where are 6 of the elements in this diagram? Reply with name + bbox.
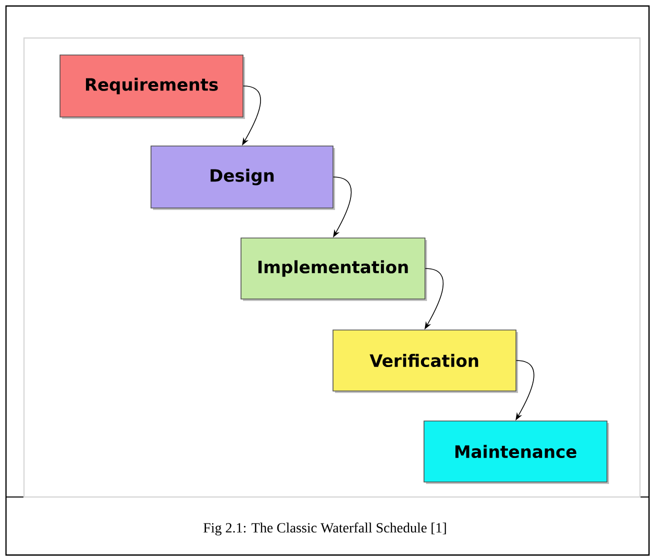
stage-box: Implementation <box>240 238 426 300</box>
stage-box: Requirements <box>60 54 244 118</box>
stage-box: Maintenance <box>424 420 608 482</box>
stage-box: Verification <box>332 330 516 392</box>
caption: Fig 2.1: The Classic Waterfall Schedule [1] <box>204 522 446 536</box>
stage-box: Design <box>150 146 334 208</box>
